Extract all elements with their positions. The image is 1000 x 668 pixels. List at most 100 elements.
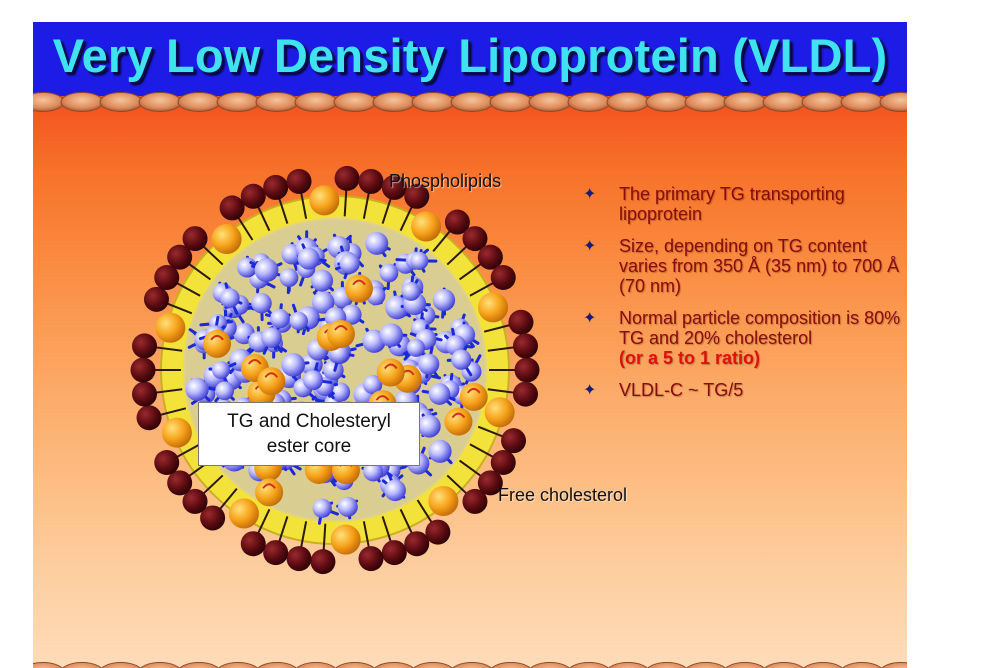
blood-cell <box>764 662 804 668</box>
star-bullet-icon: ✦ <box>583 382 597 399</box>
phospholipid-head <box>512 333 538 359</box>
cholesteryl-ester-ball <box>376 358 405 387</box>
triglyceride-ball <box>379 323 403 347</box>
core-label-line1: TG and Cholesteryl <box>227 411 391 432</box>
bullet-item: ✦Size, depending on TG content varies fr… <box>583 236 900 296</box>
phospholipid-head <box>477 244 503 270</box>
phospholipid-head <box>462 226 488 252</box>
triglyceride-ball <box>365 231 389 255</box>
phospholipid-head <box>132 333 158 359</box>
triglyceride-ball <box>254 258 279 283</box>
blood-cell <box>530 662 570 668</box>
blood-cell <box>452 662 492 668</box>
phospholipid-head <box>167 470 193 496</box>
free-cholesterol <box>211 224 242 255</box>
free-cholesterol <box>161 417 192 448</box>
ester-tail <box>210 334 224 341</box>
phospholipid-head <box>286 546 312 572</box>
ratio-emphasis: (or a 5 to 1 ratio) <box>619 348 761 368</box>
triglyceride-ball <box>297 247 320 270</box>
ester-tail <box>466 387 481 394</box>
free-cholesterol <box>228 498 259 529</box>
blood-cell <box>335 662 375 668</box>
free-cholesterol <box>478 292 509 323</box>
blood-cell <box>842 662 882 668</box>
phospholipid-head <box>334 165 360 191</box>
phospholipid-head <box>263 540 289 566</box>
bottom-blood-cell-border <box>33 662 907 668</box>
phospholipid-head <box>240 531 266 557</box>
triglyceride-ball <box>303 370 324 391</box>
phospholipid-head <box>154 265 180 291</box>
phospholipid-head <box>200 505 226 531</box>
bullet-item: ✦The primary TG transporting lipoprotein <box>583 184 845 224</box>
bullet-item: ✦Normal particle composition is 80% TG a… <box>583 308 901 368</box>
phospholipid-head <box>490 449 516 475</box>
triglyceride-ball <box>417 414 441 438</box>
ester-tail <box>451 412 466 419</box>
triglyceride-ball <box>339 253 360 274</box>
core-label-box: TG and Cholesteryl ester core <box>198 402 420 466</box>
triglyceride-ball <box>261 327 282 348</box>
triglyceride-ball <box>289 311 308 331</box>
blood-cell <box>491 662 531 668</box>
bullet-list: ✦The primary TG transporting lipoprotein… <box>581 184 901 412</box>
blood-cell <box>569 662 609 668</box>
triglyceride-ball <box>363 461 384 482</box>
phospholipid-head <box>501 428 527 454</box>
phospholipid-head <box>358 168 384 194</box>
ester-tail <box>262 483 276 489</box>
phospholipid-head <box>514 357 540 383</box>
triglyceride-ball <box>428 439 452 463</box>
triglyceride-ball <box>428 383 451 405</box>
triglyceride-ball <box>341 304 362 325</box>
phospholipid-head <box>512 381 538 407</box>
triglyceride-ball <box>219 288 240 308</box>
blood-cell <box>62 662 102 668</box>
ester-tail <box>383 363 398 370</box>
triglyceride-ball <box>311 291 335 314</box>
phospholipid-head <box>358 546 384 572</box>
free-cholesterol <box>309 185 340 216</box>
blood-cell <box>881 662 907 668</box>
ester-tail <box>352 279 366 286</box>
phospholipid-head <box>130 357 156 383</box>
phospholipid-head <box>404 183 430 209</box>
phospholipid-head <box>381 540 407 566</box>
cholesteryl-ester-ball <box>326 319 355 348</box>
phospholipid-head <box>154 449 180 475</box>
blood-cell <box>608 662 648 668</box>
cholesteryl-ester-ball <box>257 367 286 396</box>
free-cholesterol <box>330 524 361 555</box>
star-bullet-icon: ✦ <box>583 186 597 203</box>
phospholipid-head <box>444 209 470 235</box>
cholesteryl-ester-ball <box>459 382 488 411</box>
triglyceride-ball <box>401 282 421 301</box>
blood-cell <box>257 662 297 668</box>
blood-cell <box>374 662 414 668</box>
triglyceride-ball <box>270 308 290 329</box>
triglyceride-ball <box>363 374 383 395</box>
cholesteryl-ester-ball <box>255 478 284 507</box>
blood-cell <box>140 662 180 668</box>
blood-cell <box>686 662 726 668</box>
blood-cell <box>296 662 336 668</box>
phospholipid-head <box>132 381 158 407</box>
triglyceride-ball <box>406 338 426 357</box>
ester-tail <box>264 372 279 378</box>
ester-tail <box>375 395 390 401</box>
triglyceride-ball <box>323 359 344 381</box>
blood-cell <box>101 662 141 668</box>
slide-title: Very Low Density Lipoprotein (VLDL) <box>52 29 888 82</box>
slide: Very Low Density Lipoprotein (VLDL) Phos… <box>33 22 907 668</box>
free-cholesterol <box>484 397 515 428</box>
phospholipid-head <box>240 183 266 209</box>
triglyceride-ball <box>311 269 334 292</box>
triglyceride-ball <box>379 263 399 283</box>
triglyceride-ball <box>281 352 306 377</box>
phospholipid-head <box>143 286 169 312</box>
free-cholesterol <box>411 211 442 242</box>
triglyceride-ball <box>251 292 272 314</box>
free-cholesterol <box>428 485 459 516</box>
cholesteryl-ester-ball <box>345 274 374 303</box>
